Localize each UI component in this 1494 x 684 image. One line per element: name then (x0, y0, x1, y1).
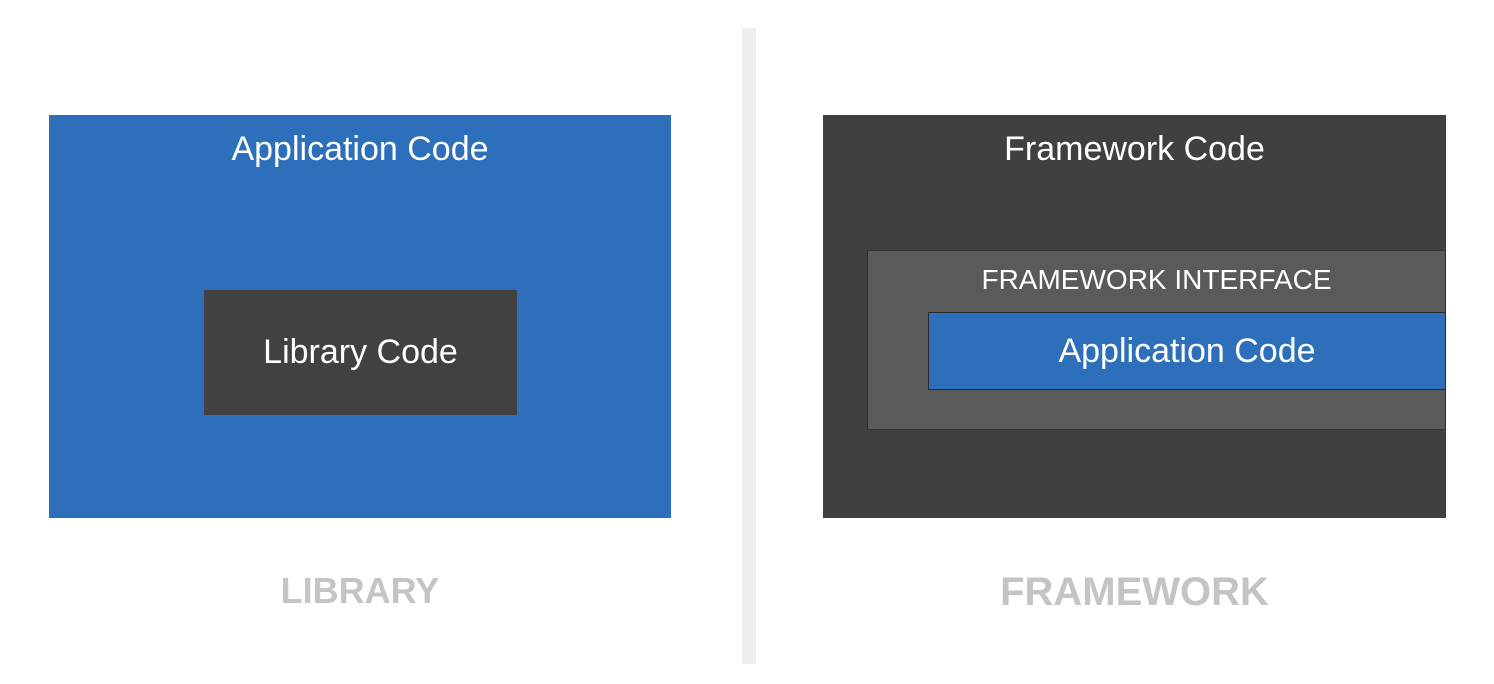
framework-interface-label: FRAMEWORK INTERFACE (981, 264, 1332, 295)
library-code-label: Library Code (263, 333, 458, 371)
library-code-box: Library Code (204, 290, 517, 415)
framework-code-label: Framework Code (1004, 130, 1265, 168)
library-caption: LIBRARY (280, 570, 440, 611)
framework-caption: FRAMEWORK (1000, 570, 1269, 614)
panel-divider (742, 28, 756, 664)
library-application-code-label: Application Code (231, 130, 489, 168)
framework-application-code-label: Application Code (1058, 331, 1316, 370)
framework-application-code-box: Application Code (928, 312, 1446, 390)
